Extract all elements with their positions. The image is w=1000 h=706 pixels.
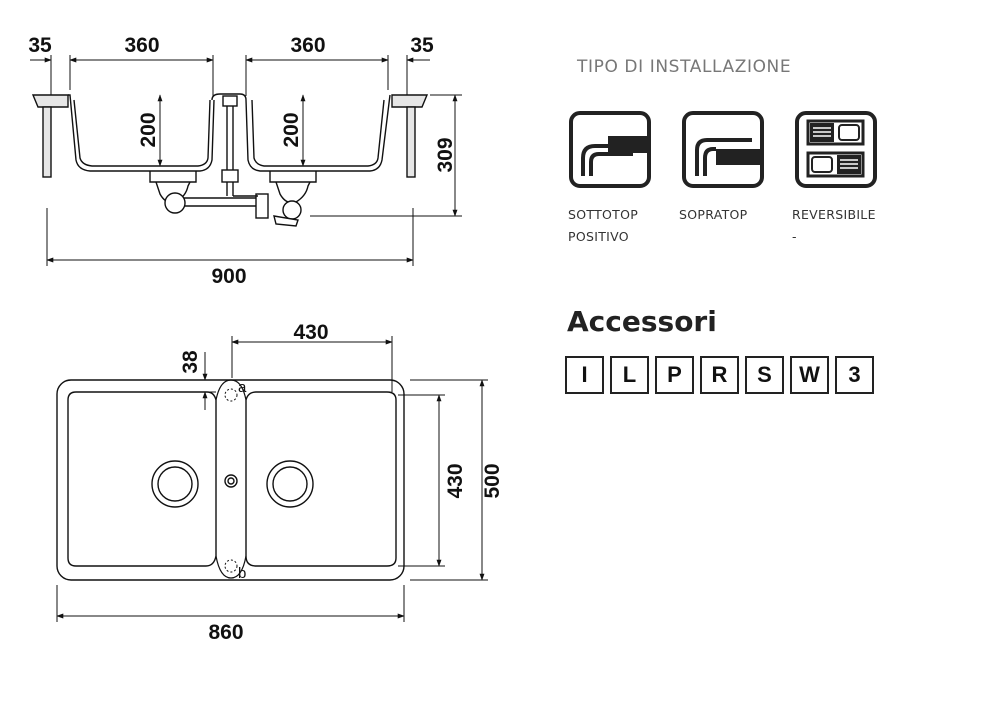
accessories-list: I L P R S W 3: [565, 356, 874, 394]
installation-type-name: SOPRATOP: [679, 207, 748, 222]
accessory-code: L: [610, 356, 649, 394]
undermount-icon: [569, 111, 651, 188]
accessory-code: 3: [835, 356, 874, 394]
installation-type-sub: -: [792, 229, 797, 244]
dim-total-width-side: 900: [211, 265, 246, 288]
dim-bowl-depth-right: 200: [280, 112, 303, 147]
side-section-view: [30, 55, 462, 266]
accessory-code: W: [790, 356, 829, 394]
installation-type-undermount: SOTTOTOP POSITIVO: [568, 204, 638, 248]
installation-type-sub: POSITIVO: [568, 229, 629, 244]
dim-bowl-depth-left: 200: [137, 112, 160, 147]
installation-title: TIPO DI INSTALLAZIONE: [577, 57, 792, 77]
dim-right-rim: 35: [410, 34, 434, 57]
dim-left-bowl: 360: [124, 34, 159, 57]
accessory-code: I: [565, 356, 604, 394]
dim-total-height: 309: [434, 137, 457, 172]
installation-type-reversible: REVERSIBILE -: [792, 204, 876, 248]
installation-type-name: SOTTOTOP: [568, 207, 639, 222]
marker-b: b: [238, 565, 246, 582]
installation-type-overmount: SOPRATOP: [679, 204, 747, 226]
dim-left-rim: 35: [28, 34, 52, 57]
marker-a: a: [238, 379, 247, 396]
dim-bowl-length-plan: 430: [444, 463, 467, 498]
dim-offset-plan: 38: [179, 350, 202, 374]
reversible-icon: [795, 111, 877, 188]
overmount-icon: [682, 111, 764, 188]
dim-right-bowl: 360: [290, 34, 325, 57]
dim-total-width-plan: 860: [208, 621, 243, 644]
installation-type-name: REVERSIBILE: [792, 207, 876, 222]
plan-view: [56, 336, 488, 622]
dim-bowl-width-plan: 430: [293, 321, 328, 344]
dim-total-depth-plan: 500: [481, 463, 504, 498]
accessories-title: Accessori: [567, 305, 717, 338]
accessory-code: P: [655, 356, 694, 394]
accessory-code: R: [700, 356, 739, 394]
accessory-code: S: [745, 356, 784, 394]
